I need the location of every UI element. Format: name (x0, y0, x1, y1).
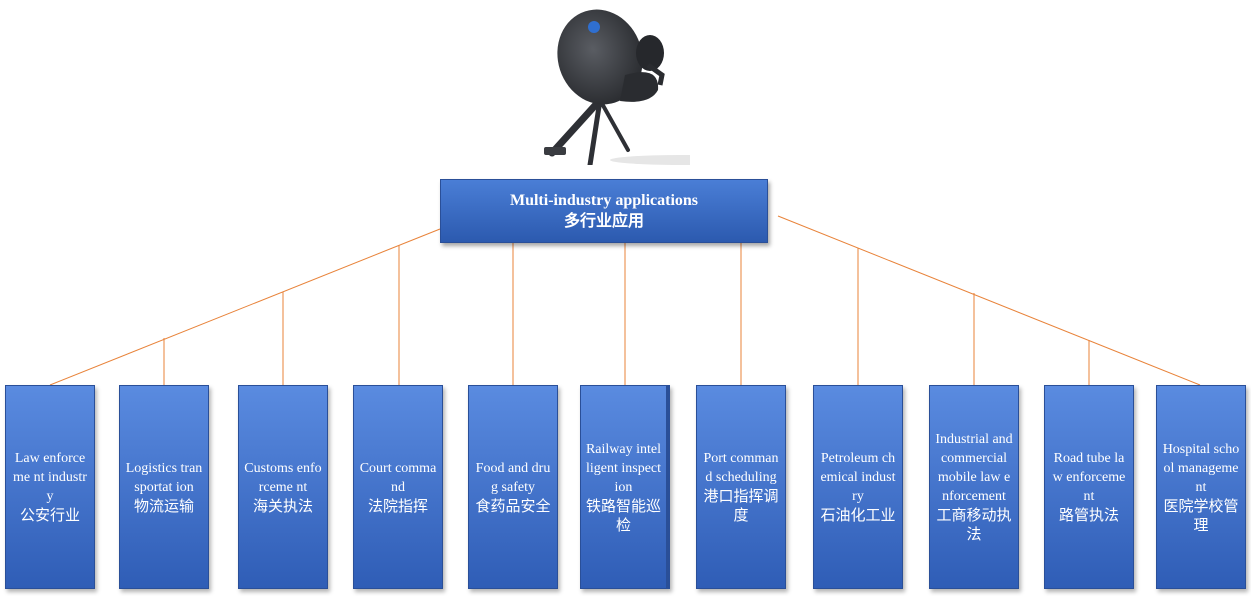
industry-node-court: Court command 法院指挥 (353, 385, 443, 589)
industry-node-petroleum: Petroleum chemical industry 石油化工业 (813, 385, 903, 589)
industry-node-railway: Railway intelligent inspection 铁路智能巡检 (580, 385, 670, 589)
industry-node-hospital-school: Hospital school management 医院学校管理 (1156, 385, 1246, 589)
industry-label-en: Port command scheduling (703, 451, 779, 485)
industry-label-en: Customs enforceme nt (244, 460, 322, 495)
industry-label-en: Law enforceme nt industry (13, 451, 87, 504)
industry-label-en: Petroleum chemical industry (820, 451, 896, 504)
industry-label-zh: 铁路智能巡检 (585, 496, 661, 534)
connector-right-diagonal (777, 215, 1201, 386)
industry-label-zh: 海关执法 (252, 496, 313, 515)
industry-node-food-drug: Food and drug safety 食药品安全 (468, 385, 558, 589)
industry-node-port: Port command scheduling 港口指挥调度 (696, 385, 786, 589)
industry-label-en: Food and drug safety (475, 460, 551, 495)
industry-label-zh: 公安行业 (19, 506, 80, 524)
industry-label-zh: 港口指挥调度 (703, 487, 779, 524)
industry-label-zh: 物流运输 (133, 496, 194, 515)
industry-node-road-tube: Road tube law enforcement 路管执法 (1044, 385, 1134, 589)
industry-label-zh: 食药品安全 (475, 496, 551, 515)
connector-left-diagonal (49, 228, 441, 386)
industry-label-zh: 工商移动执法 (936, 506, 1012, 543)
industry-node-industrial-commercial: Industrial and commercial mobile law enf… (929, 385, 1019, 589)
industry-label-en: Court command (359, 460, 437, 495)
industry-node-customs: Customs enforceme nt 海关执法 (238, 385, 328, 589)
industry-label-zh: 医院学校管理 (1163, 496, 1239, 534)
industry-node-logistics: Logistics transportat ion 物流运输 (119, 385, 209, 589)
industry-label-en: Industrial and commercial mobile law enf… (935, 432, 1013, 504)
industry-label-en: Road tube law enforcement (1052, 451, 1126, 504)
root-title-zh: 多行业应用 (563, 211, 644, 230)
industry-label-zh: 路管执法 (1058, 506, 1119, 524)
industry-label-en: Logistics transportat ion (125, 460, 203, 495)
industry-label-en: Hospital school management (1162, 441, 1240, 495)
root-title-en: Multi-industry applications (509, 192, 699, 209)
industry-node-law-enforcement: Law enforceme nt industry 公安行业 (5, 385, 95, 589)
root-node-multi-industry: Multi-industry applications 多行业应用 (440, 179, 768, 243)
industry-label-zh: 法院指挥 (367, 496, 428, 515)
industry-label-zh: 石油化工业 (820, 506, 896, 524)
satellite-dish-icon (544, 9, 690, 165)
industry-label-en: Railway intelligent inspection (585, 441, 662, 495)
